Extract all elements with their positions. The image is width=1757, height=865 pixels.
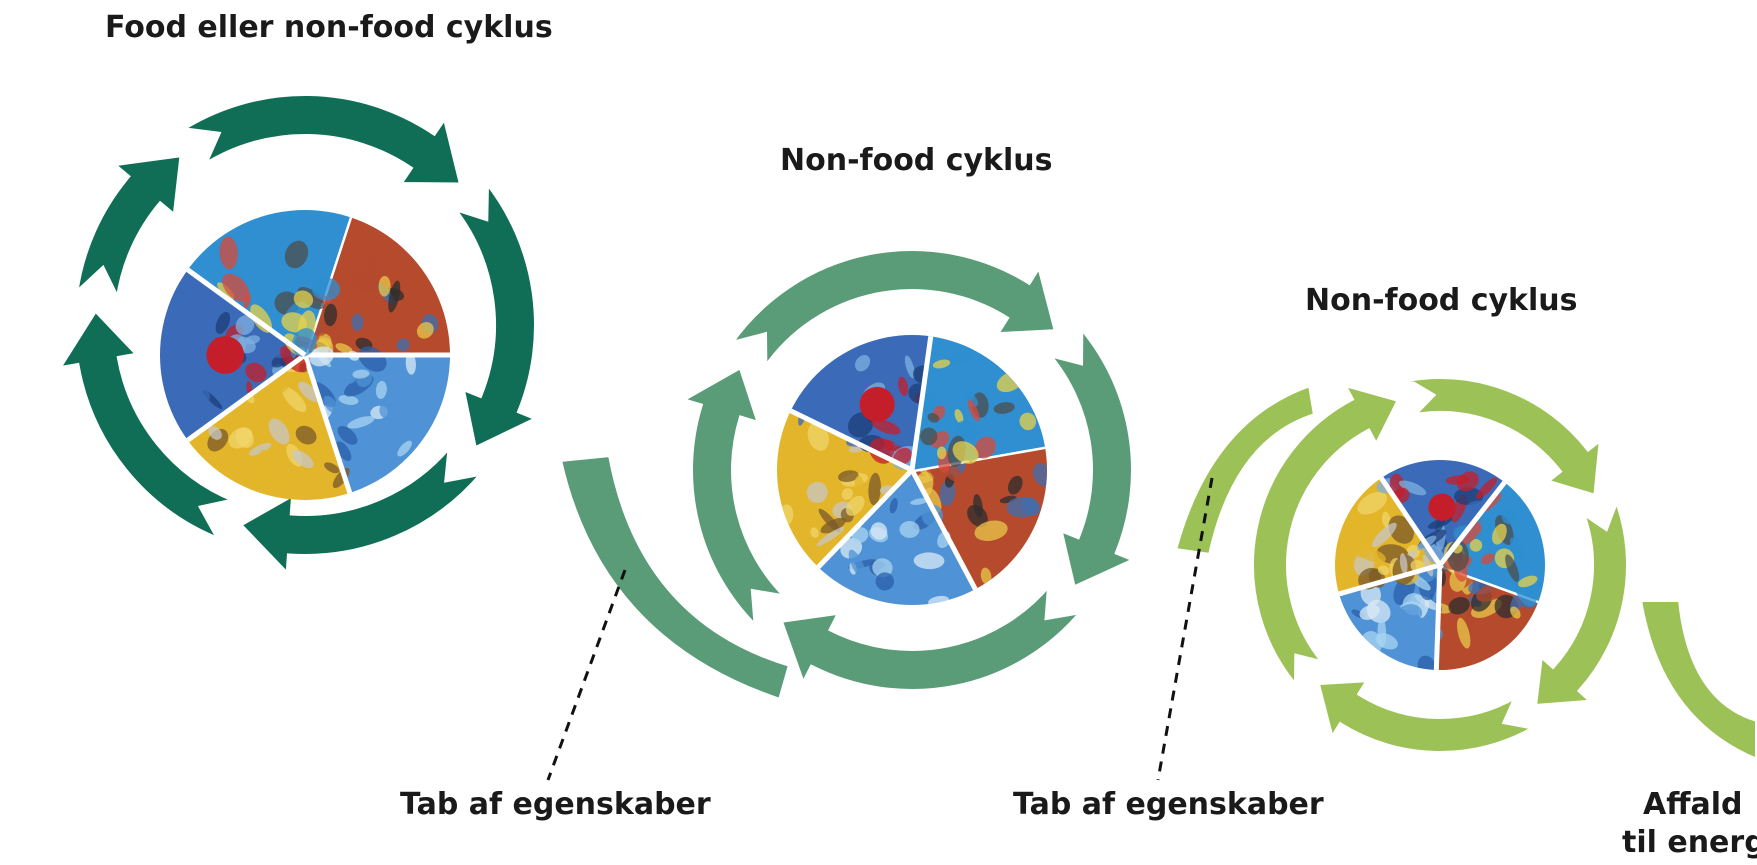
waste-label-line2: til energi	[1622, 825, 1757, 860]
photo-wedge-blue-plastic	[814, 470, 978, 605]
cycle-1-ring	[54, 92, 542, 579]
photo-wedge-blue-plastic	[1335, 565, 1443, 670]
cycle-3-photo-collage	[1335, 460, 1545, 670]
cycle-3-arrow-4	[1250, 381, 1402, 692]
cycle-3-arrow-3	[1315, 677, 1540, 755]
cycle-3-arrow-2	[1532, 494, 1630, 709]
loss-label-1: Tab af egenskaber	[400, 787, 711, 822]
loss-label-2: Tab af egenskaber	[1013, 787, 1324, 822]
cycle-3-title: Non-food cyklus	[1305, 283, 1578, 318]
photo-wedge-color-sorting	[183, 210, 352, 359]
cycle-2-arrow-4	[726, 247, 1059, 374]
cycle-2-photo-collage	[777, 335, 1047, 605]
cycle-2-arrow-2	[778, 579, 1087, 693]
cycle-3-arrow-1	[1401, 375, 1604, 499]
cycle-2-ring	[677, 247, 1140, 693]
cycle-2-arrow-1	[1043, 322, 1140, 591]
cycle-1-arrow-1	[176, 92, 464, 187]
photo-wedge-color-sorting	[912, 335, 1047, 473]
loss-2-leader-line	[1156, 477, 1214, 781]
cycle-3-ring	[1250, 375, 1630, 755]
cycle-1-arrow-2	[448, 177, 542, 452]
loss-flow-2	[1172, 382, 1318, 558]
cycle-1-arrow-5	[73, 152, 184, 306]
photo-wedge-yellow-granulate	[1335, 473, 1440, 596]
loss-flow-1	[557, 452, 793, 703]
cycle-2-title: Non-food cyklus	[780, 143, 1053, 178]
photo-wedge-bottles-red-cap	[160, 266, 307, 444]
waste-label-line1: Affald	[1643, 787, 1743, 822]
cycle-1-arrow-3	[236, 440, 488, 579]
cycle-1-title: Food eller non-food cyklus	[105, 10, 553, 45]
cycle-1-arrow-4	[54, 307, 241, 544]
loss-1-leader-line	[546, 569, 627, 781]
loss-flow-3	[1637, 598, 1757, 763]
cycle-2-arrow-3	[677, 364, 792, 632]
cycle-1-photo-collage	[160, 210, 450, 500]
